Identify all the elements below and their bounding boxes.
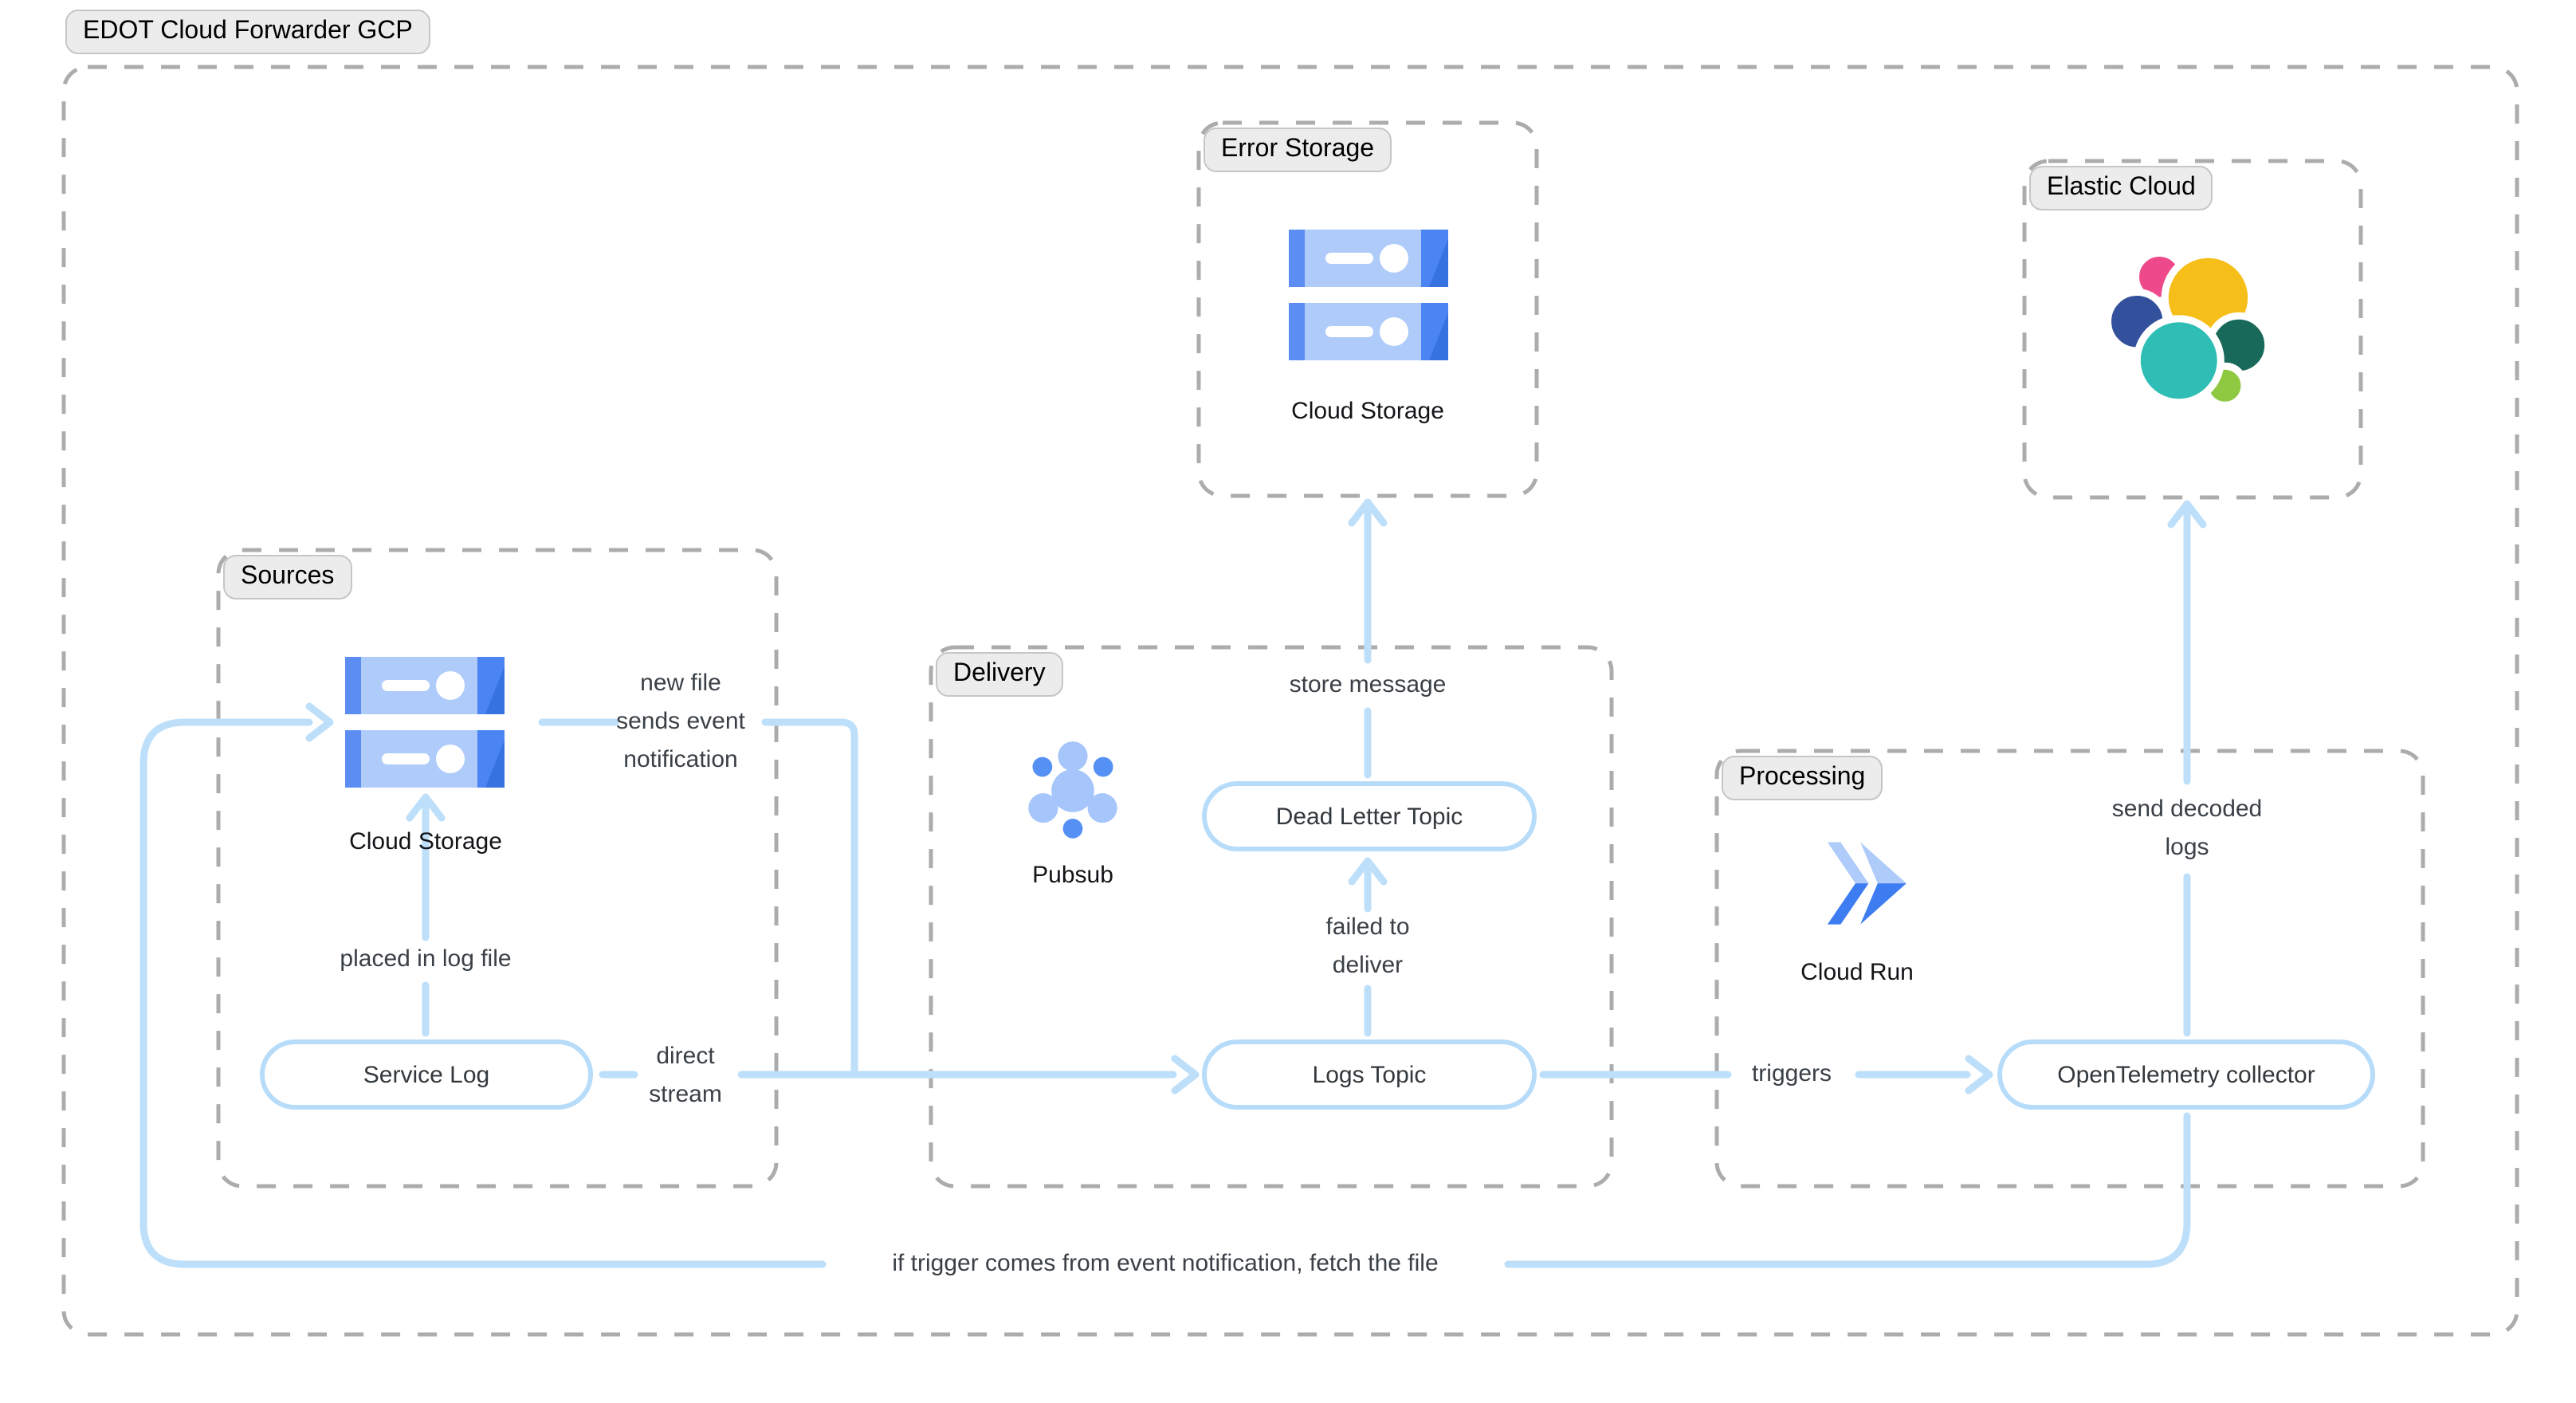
- arrowhead-into-error-storage: [1348, 498, 1388, 527]
- edge-label-line: direct: [656, 1043, 715, 1070]
- cloud-storage-icon: [1289, 230, 1448, 360]
- node-logs-topic-label: Logs Topic: [1312, 1061, 1427, 1088]
- edge-label-line: new file: [640, 670, 721, 697]
- cloud-storage-icon: [345, 657, 505, 788]
- edge-label-store-message: store message: [1290, 666, 1447, 705]
- node-dead-letter-topic: Dead Letter Topic: [1202, 781, 1537, 851]
- cloud-run-caption: Cloud Run: [1800, 959, 1914, 986]
- error-storage-group-box: [1196, 120, 1539, 498]
- node-otel-collector-label: OpenTelemetry collector: [2057, 1061, 2315, 1088]
- arrowhead-into-elastic: [2167, 500, 2207, 529]
- edge-fetch-file-left: [139, 718, 827, 1268]
- node-dead-letter-topic-label: Dead Letter Topic: [1275, 803, 1463, 830]
- arrowhead-into-logs-topic: [1171, 1055, 1200, 1094]
- edge-fetch-file-right: [1504, 1112, 2191, 1268]
- edge-label-failed-to-deliver: failed to deliver: [1325, 909, 1409, 985]
- error-storage-group-label: Error Storage: [1204, 128, 1392, 172]
- edge-label-line: notification: [623, 746, 738, 773]
- arrowhead-into-dead-letter: [1348, 857, 1388, 886]
- edge-label-line: deliver: [1332, 952, 1404, 979]
- node-service-log-label: Service Log: [363, 1061, 490, 1088]
- edge-label-line: triggers: [1751, 1060, 1832, 1087]
- edge-label-line: sends event: [616, 708, 745, 735]
- sources-cloud-storage-caption: Cloud Storage: [349, 828, 502, 855]
- edge-label-line: failed to: [1325, 914, 1410, 941]
- arrowhead-into-cloud-storage: [305, 702, 334, 742]
- node-logs-topic: Logs Topic: [1202, 1039, 1537, 1110]
- edge-label-line: placed in log file: [340, 945, 512, 973]
- edge-label-fetch-file: if trigger comes from event notification…: [892, 1245, 1438, 1283]
- edge-label-line: if trigger comes from event notification…: [892, 1250, 1439, 1277]
- edge-label-triggers: triggers: [1752, 1055, 1832, 1094]
- edge-label-line: logs: [2165, 834, 2209, 861]
- edge-label-line: stream: [649, 1081, 722, 1108]
- edge-label-placed-in-log-file: placed in log file: [340, 941, 511, 979]
- cloud-run-icon: [1827, 842, 1906, 925]
- outer-boundary-box: [61, 65, 2519, 1337]
- edge-label-direct-stream: direct stream: [649, 1038, 722, 1114]
- delivery-group-label: Delivery: [936, 652, 1063, 697]
- node-service-log: Service Log: [260, 1039, 593, 1110]
- diagram-title-pill: EDOT Cloud Forwarder GCP: [65, 10, 430, 54]
- arrowhead-into-collector: [1965, 1055, 1993, 1094]
- pubsub-caption: Pubsub: [1032, 862, 1113, 889]
- processing-group-label: Processing: [1722, 756, 1883, 800]
- delivery-group-box: [929, 645, 1614, 1189]
- node-otel-collector: OpenTelemetry collector: [1997, 1039, 2375, 1110]
- edge-new-file-b: [761, 718, 858, 1075]
- edge-label-line: store message: [1289, 671, 1447, 698]
- sources-group-label: Sources: [223, 555, 352, 599]
- edge-label-new-file: new file sends event notification: [616, 665, 745, 780]
- elastic-logo-icon: [2103, 249, 2272, 409]
- elastic-cloud-group-label: Elastic Cloud: [2029, 166, 2213, 210]
- pubsub-icon: [1028, 741, 1117, 839]
- edge-label-line: send decoded: [2111, 796, 2263, 823]
- arrowhead-into-sources-storage: [406, 793, 446, 822]
- error-cloud-storage-caption: Cloud Storage: [1291, 398, 1444, 425]
- processing-group-box: [1714, 749, 2425, 1189]
- edge-label-send-decoded-logs: send decoded logs: [2112, 791, 2263, 867]
